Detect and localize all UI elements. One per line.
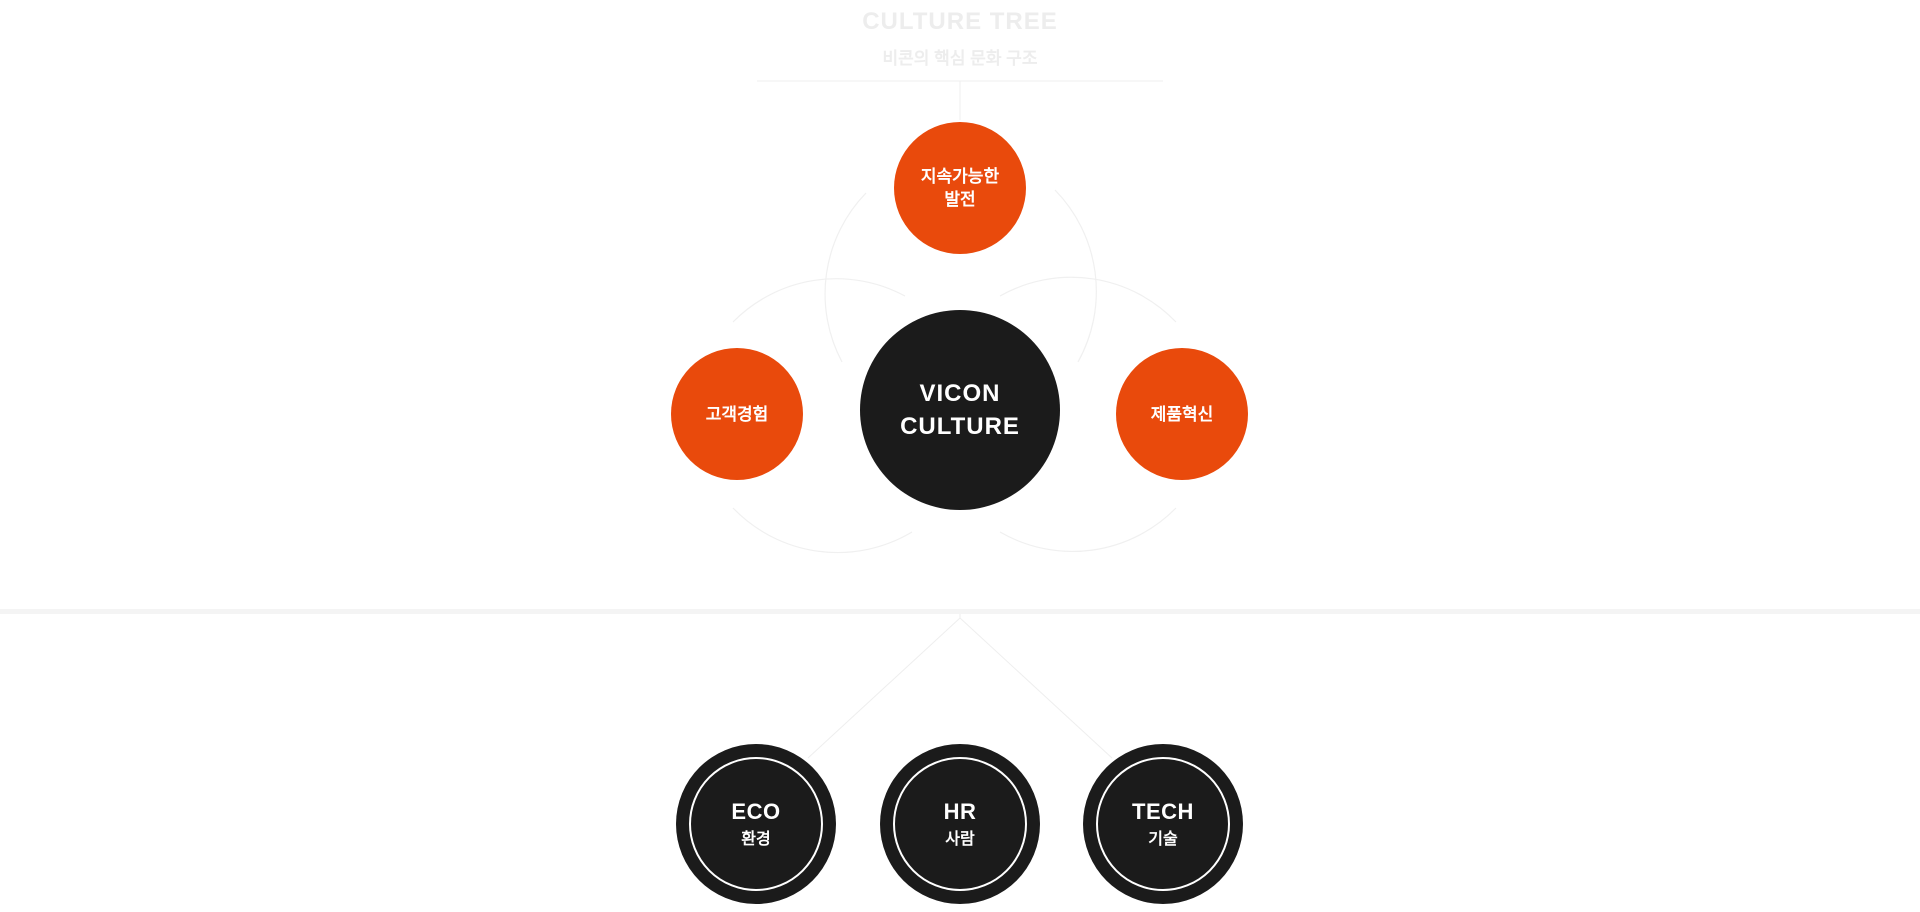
pillar-node-eco: ECO 환경 xyxy=(676,744,836,904)
pillar-subtitle: 기술 xyxy=(1148,830,1178,848)
orbit-arc xyxy=(999,276,1177,323)
pillar-subtitle: 환경 xyxy=(741,830,771,848)
pillar-title: TECH xyxy=(1132,798,1194,824)
value-node-label: 고객경험 xyxy=(705,404,769,424)
value-node-sustainable-development: 지속가능한 발전 xyxy=(894,122,1026,254)
branch-line xyxy=(959,617,1113,759)
pillar-subtitle: 사람 xyxy=(945,830,975,848)
pillar-node-hr: HR 사람 xyxy=(880,744,1040,904)
value-node-label: 제품혁신 xyxy=(1150,404,1214,424)
branch-line xyxy=(807,617,961,759)
orbit-arc xyxy=(824,192,867,363)
value-node-label: 발전 xyxy=(944,190,976,209)
orbit-arc xyxy=(732,278,906,323)
orbit-arc xyxy=(999,507,1177,553)
pillar-ring xyxy=(893,757,1027,891)
value-node-label: 지속가능한 xyxy=(920,167,1000,186)
orbit-arc xyxy=(732,507,913,554)
diagram-title: CULTURE TREE xyxy=(862,8,1058,35)
core-node-label: CULTURE xyxy=(900,413,1020,440)
diagram-subtitle: 비콘의 핵심 문화 구조 xyxy=(882,49,1038,68)
core-node-label: VICON xyxy=(919,380,1001,407)
pillar-title: ECO xyxy=(731,798,781,824)
orbit-arc xyxy=(1054,189,1097,363)
section-divider xyxy=(0,609,1920,614)
pillar-ring xyxy=(1096,757,1230,891)
core-node: VICON CULTURE xyxy=(860,310,1060,510)
value-node-customer-experience: 고객경험 xyxy=(671,348,803,480)
pillar-node-tech: TECH 기술 xyxy=(1083,744,1243,904)
value-node-product-innovation: 제품혁신 xyxy=(1116,348,1248,480)
pillar-title: HR xyxy=(943,798,977,824)
pillar-ring xyxy=(689,757,823,891)
